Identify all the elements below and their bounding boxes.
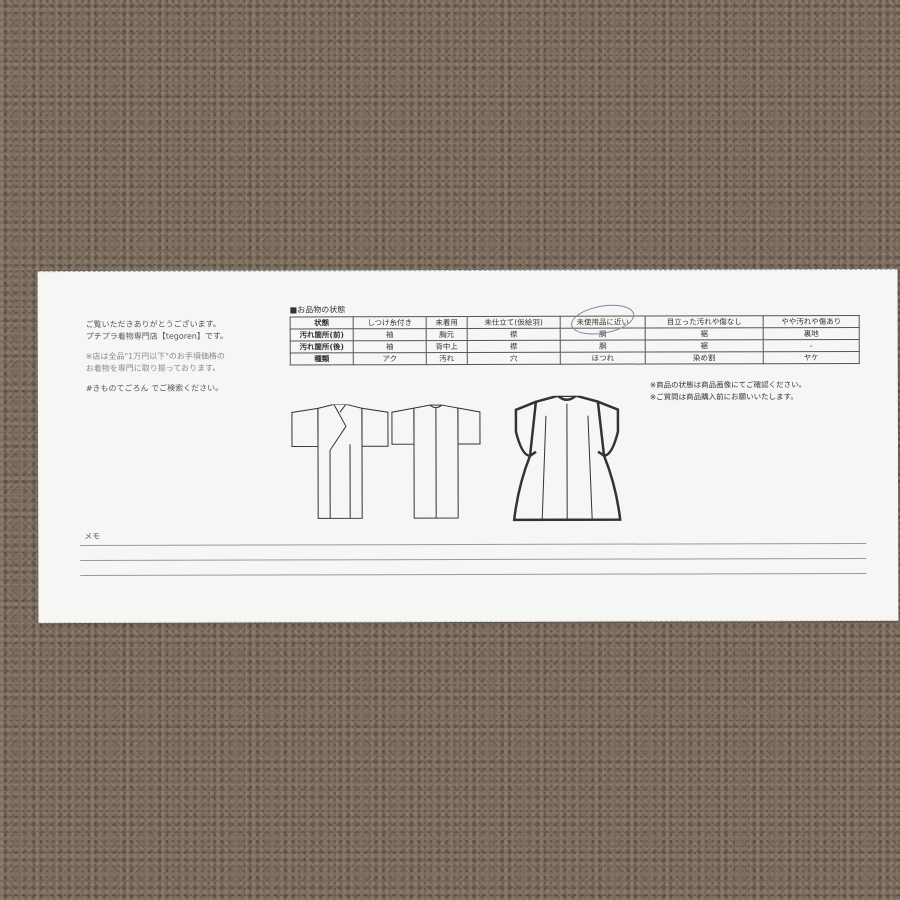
- kimono-front-icon: [291, 404, 389, 519]
- table-header-cell: 状態: [290, 316, 354, 329]
- memo-label: メモ: [84, 531, 101, 542]
- table-cell: 種類: [290, 352, 354, 365]
- memo-line: [80, 557, 867, 562]
- table-cell: 袖: [353, 328, 427, 341]
- intro-line: お着物を専門に取り揃っております。: [85, 363, 221, 374]
- intro-line: ※店は全品"1万円以下"のお手頃価格の: [85, 351, 225, 362]
- table-cell: 背中上: [426, 340, 467, 353]
- kimono-back-icon: [391, 404, 481, 519]
- intro-line: ご覧いただきありがとうございます。: [85, 319, 221, 330]
- table-cell: 汚れ: [426, 352, 467, 365]
- table-cell: 裾: [645, 327, 764, 341]
- kimono-furisode-icon: [512, 395, 622, 522]
- perforation-top: [37, 268, 898, 273]
- table-cell: 胴: [560, 340, 646, 353]
- note-line: ※商品の状態は商品画像にてご確認ください。: [649, 380, 807, 390]
- table-header-cell: 未仕立て(仮絵羽): [466, 316, 561, 329]
- intro-text: ご覧いただきありがとうございます。 プチプラ着物専門店【tegoren】です。 …: [86, 319, 229, 395]
- table-cell: 汚れ箇所(後): [290, 340, 354, 353]
- perforation-bottom: [38, 619, 899, 624]
- note-line: ※ご質問は商品購入前にお願いいたします。: [649, 392, 798, 402]
- table-header-cell: 目立った汚れや傷なし: [645, 315, 764, 329]
- kimono-condition-card: ご覧いただきありがとうございます。 プチプラ着物専門店【tegoren】です。 …: [37, 268, 899, 624]
- table-cell: 汚れ箇所(前): [290, 328, 354, 341]
- table-cell: ほつれ: [560, 352, 646, 365]
- table-cell: 袖: [353, 340, 427, 353]
- table-cell: -: [763, 339, 860, 352]
- table-header-cell: 未着用: [426, 316, 467, 329]
- table-cell: 胸元: [426, 328, 467, 341]
- intro-line: プチプラ着物専門店【tegoren】です。: [85, 331, 229, 342]
- table-header-cell: しつけ糸付き: [353, 316, 427, 329]
- intro-line: #きものてごろん でご検索ください。: [85, 383, 224, 394]
- table-row: 種類 アク 汚れ 穴 ほつれ 染め割 ヤケ: [290, 351, 860, 365]
- table-cell: アク: [353, 352, 427, 365]
- table-cell: 裏地: [763, 327, 860, 340]
- table-cell: ヤケ: [763, 351, 860, 364]
- notes: ※商品の状態は商品画像にてご確認ください。 ※ご質問は商品購入前にお願いいたしま…: [650, 379, 806, 403]
- table-cell: 染め割: [645, 351, 764, 365]
- table-header-cell: やや汚れや傷あり: [763, 315, 860, 328]
- table-cell: 襟: [466, 340, 561, 353]
- table-cell: 穴: [466, 352, 561, 365]
- table-cell: 襟: [466, 328, 561, 341]
- table-cell: 裾: [645, 339, 764, 353]
- section-title: ■お品物の状態: [289, 305, 346, 315]
- memo-line: [80, 542, 867, 547]
- memo-line: [80, 572, 867, 577]
